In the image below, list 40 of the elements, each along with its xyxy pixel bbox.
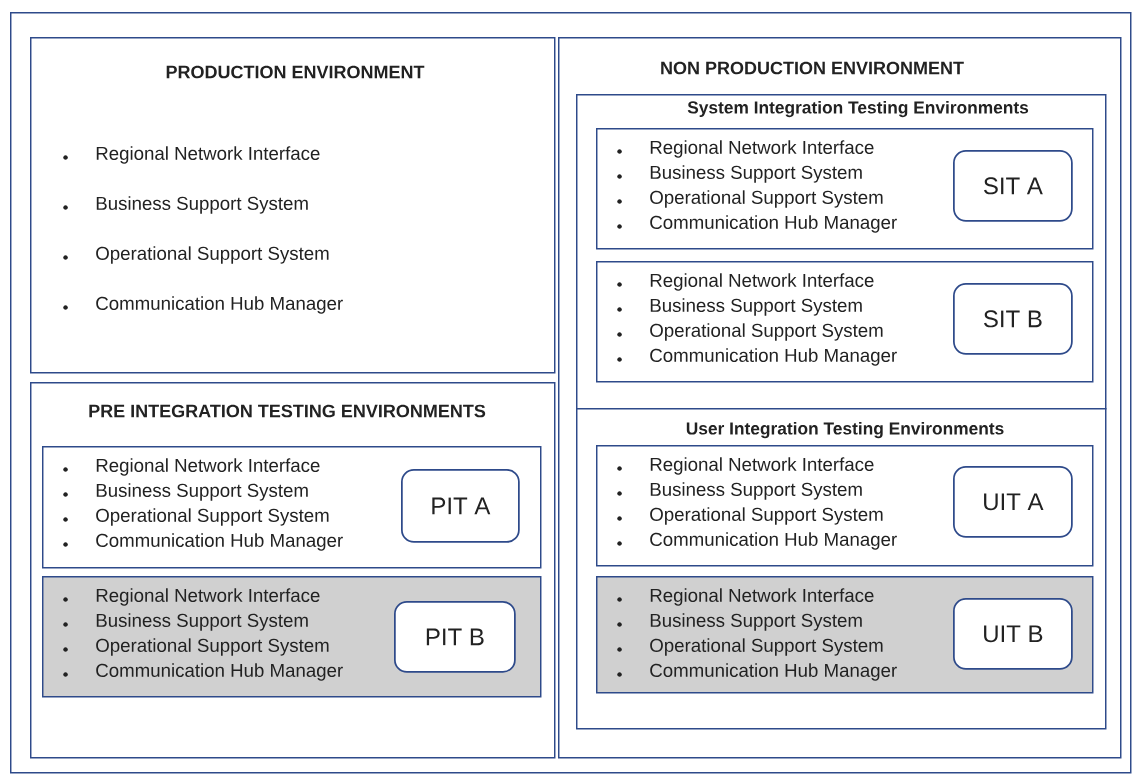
bullet-item: Operational Support System: [63, 638, 329, 656]
bullet-item: Business Support System: [63, 483, 308, 501]
bullet-item: Regional Network Interface: [63, 458, 320, 476]
bullet-item: Operational Support System: [617, 507, 883, 525]
environment-tag: PIT A: [401, 469, 520, 543]
bullet-item: Operational Support System: [63, 508, 329, 526]
environment-tag: SIT A: [953, 150, 1073, 222]
environment-tag: UIT A: [953, 466, 1073, 538]
bullet-item: Business Support System: [63, 196, 308, 214]
bullet-item: Business Support System: [63, 613, 308, 631]
bullet-item: Communication Hub Manager: [617, 663, 897, 681]
bullet-item: Operational Support System: [617, 638, 883, 656]
bullet-item: Operational Support System: [63, 246, 329, 264]
bullet-item: Regional Network Interface: [617, 457, 874, 475]
bullet-item: Regional Network Interface: [617, 588, 874, 606]
bullet-item: Communication Hub Manager: [63, 296, 343, 314]
panel-heading: User Integration Testing Environments: [686, 421, 1004, 439]
bullet-item: Operational Support System: [617, 190, 883, 208]
panel-heading: System Integration Testing Environments: [687, 100, 1029, 118]
panel-heading: PRE INTEGRATION TESTING ENVIRONMENTS: [89, 404, 486, 418]
bullet-item: Communication Hub Manager: [63, 533, 343, 551]
bullet-item: Regional Network Interface: [63, 588, 320, 606]
environment-panel: [30, 37, 556, 374]
bullet-item: Business Support System: [617, 298, 862, 316]
environment-tag: PIT B: [394, 601, 516, 673]
bullet-item: Communication Hub Manager: [63, 663, 343, 681]
panel-heading: PRODUCTION ENVIRONMENT: [166, 65, 425, 79]
bullet-item: Business Support System: [617, 165, 862, 183]
bullet-item: Regional Network Interface: [617, 140, 874, 158]
bullet-item: Operational Support System: [617, 323, 883, 341]
environment-tag: UIT B: [953, 598, 1073, 670]
environment-tag: SIT B: [953, 283, 1073, 355]
bullet-item: Communication Hub Manager: [617, 215, 897, 233]
bullet-item: Business Support System: [617, 613, 862, 631]
panel-heading: NON PRODUCTION ENVIRONMENT: [661, 61, 964, 75]
bullet-item: Communication Hub Manager: [617, 532, 897, 550]
bullet-item: Business Support System: [617, 482, 862, 500]
bullet-item: Regional Network Interface: [617, 273, 874, 291]
bullet-item: Regional Network Interface: [63, 146, 320, 164]
bullet-item: Communication Hub Manager: [617, 348, 897, 366]
